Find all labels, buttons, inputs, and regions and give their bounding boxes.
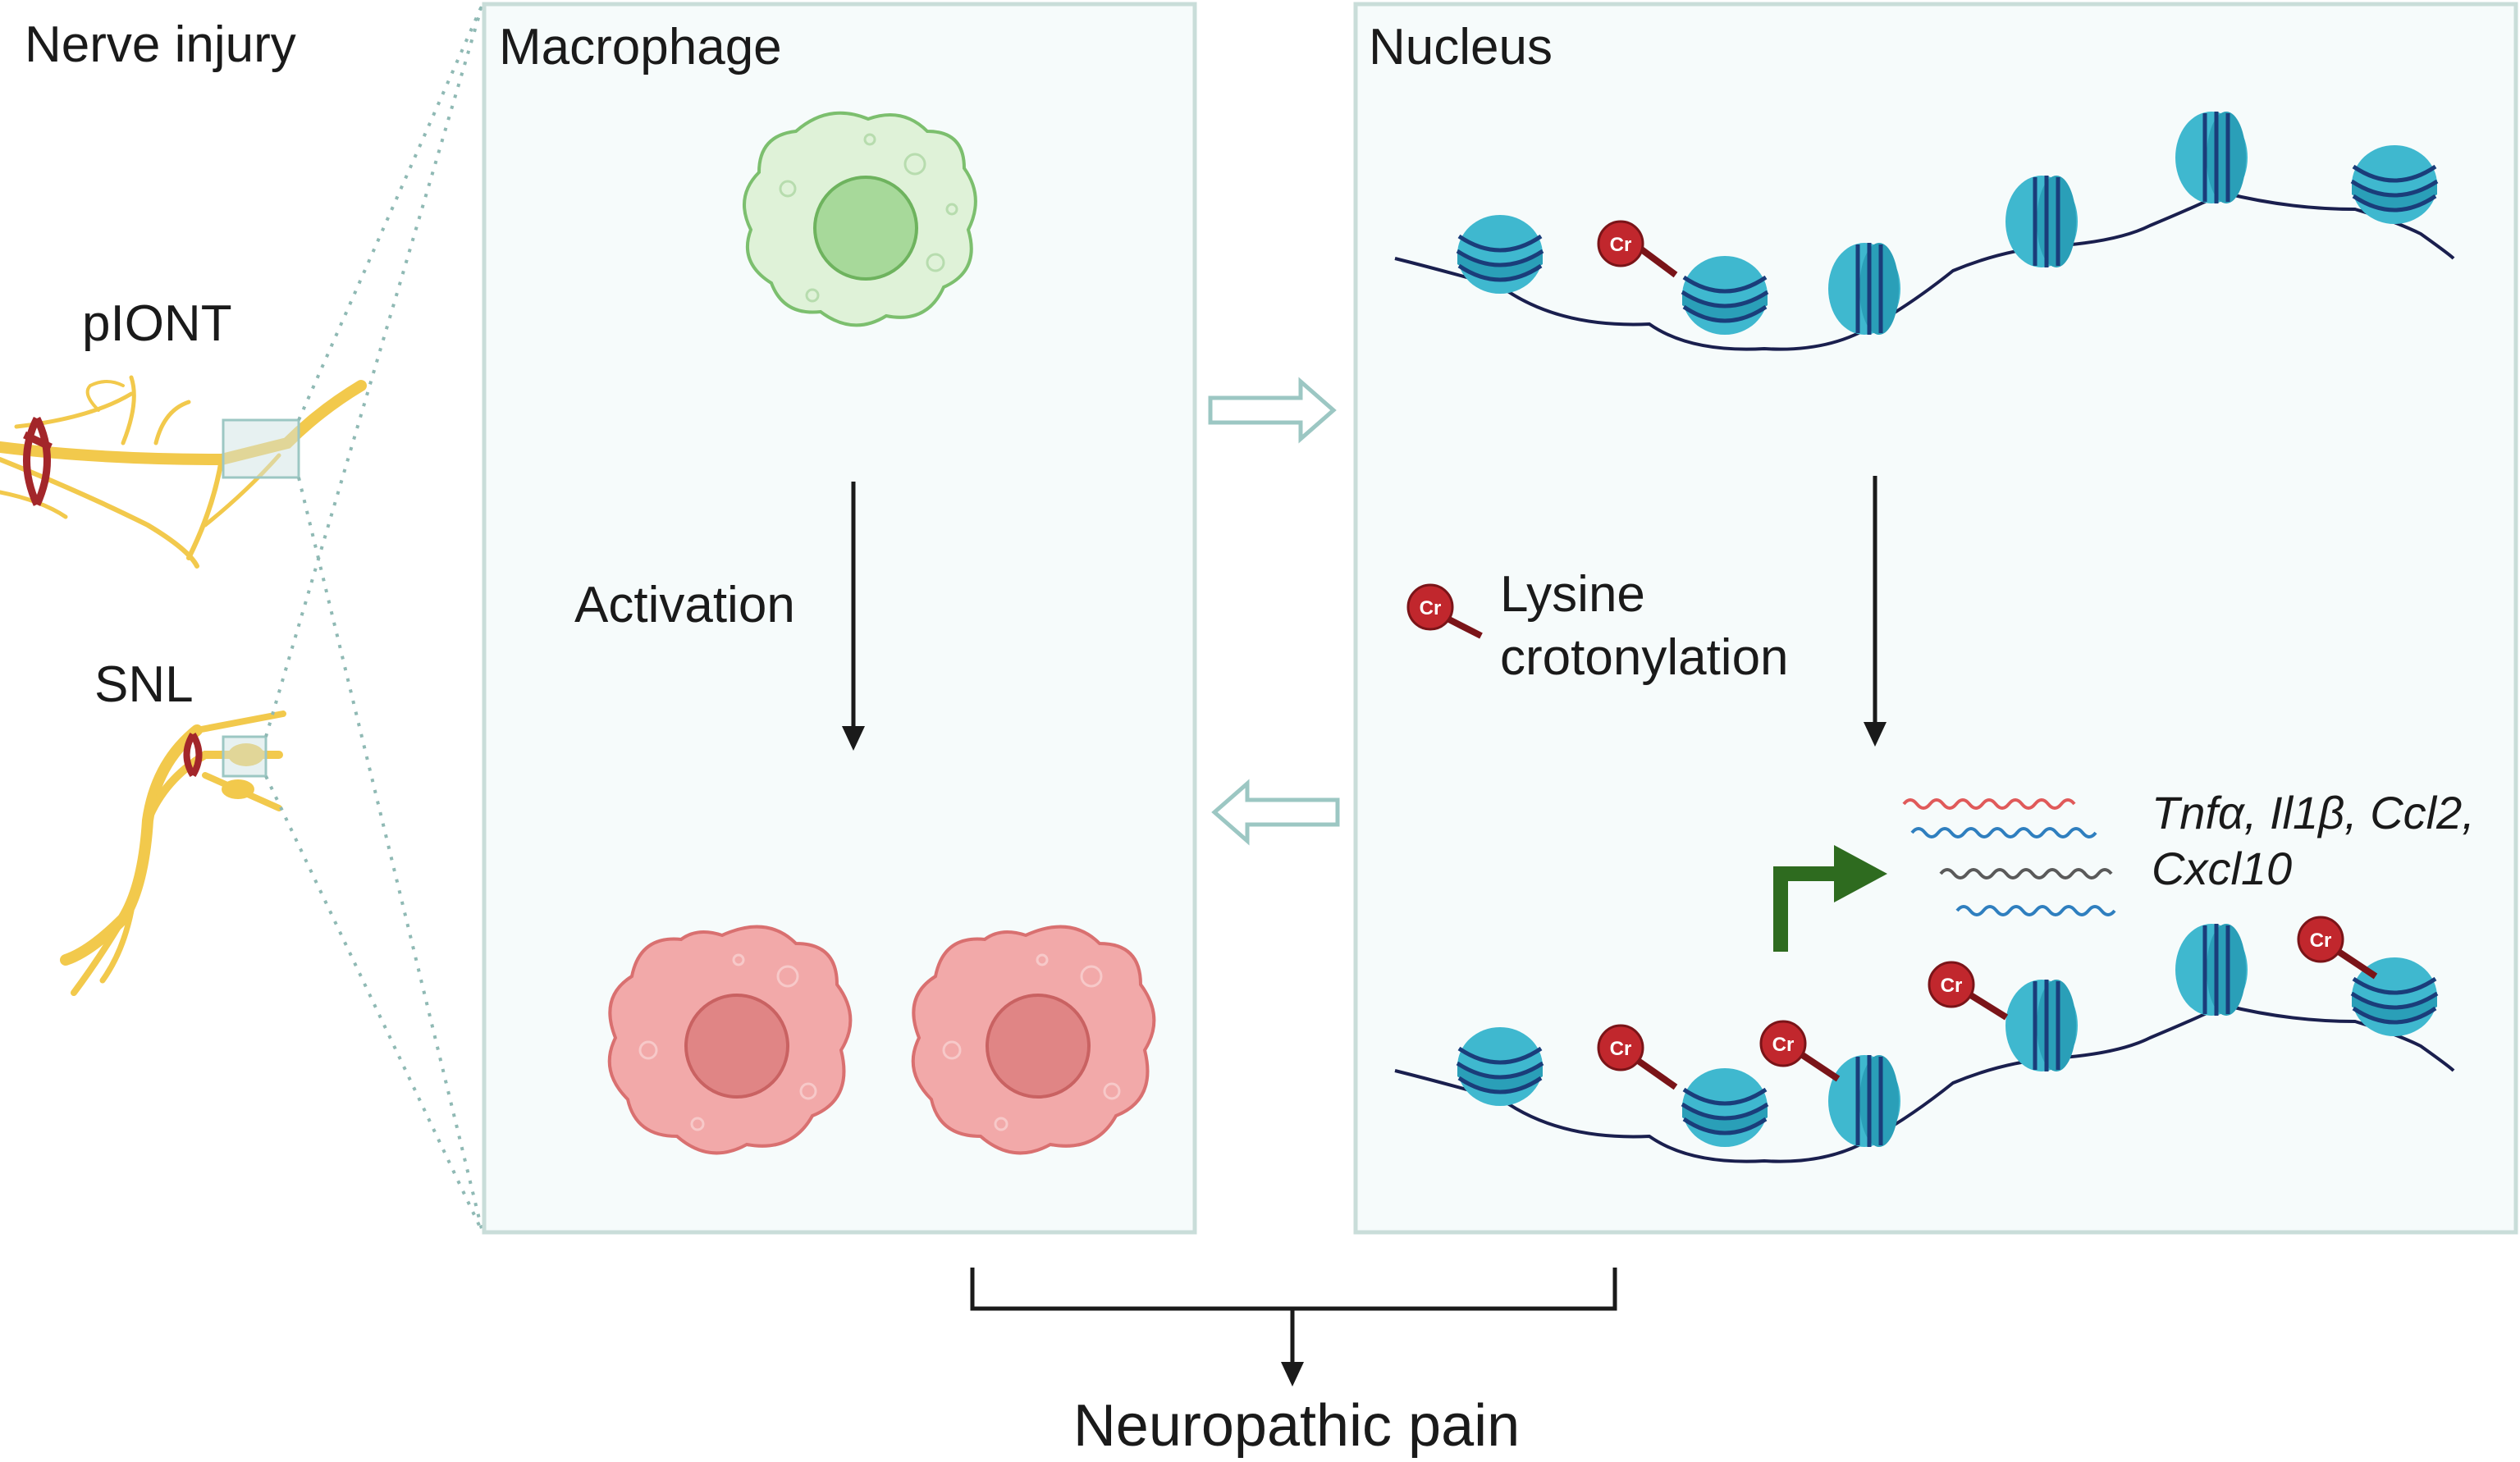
piont-nerve-icon xyxy=(0,375,367,569)
activation-arrow xyxy=(842,482,865,751)
nucleosome-icon xyxy=(1457,215,1543,294)
nucleosome-icon xyxy=(1828,1055,1900,1147)
zoom-lines xyxy=(264,3,484,1233)
activated-macrophage-icon xyxy=(607,925,853,1155)
nucleosome-icon xyxy=(2175,924,2248,1016)
nucleosome-icon xyxy=(2352,145,2437,224)
mrna-icon xyxy=(1902,798,2116,916)
nucleosome-icon xyxy=(2005,176,2078,267)
lysine-label: Lysine xyxy=(1500,566,1645,623)
piont-ligature-icon xyxy=(23,416,53,506)
snl-nerve-icon xyxy=(60,710,286,996)
nucleus-down-arrow xyxy=(1864,476,1887,747)
outcome-arrowhead xyxy=(1281,1362,1304,1387)
nucleus-title: Nucleus xyxy=(1369,19,1553,75)
crotonyl-mark-icon xyxy=(2297,916,2378,980)
nucleosome-icon xyxy=(1457,1027,1543,1106)
nucleosome-icon xyxy=(1682,1068,1768,1147)
nucleosome-icon xyxy=(2005,980,2078,1071)
forward-hollow-arrow xyxy=(1208,377,1337,444)
nucleosome-icon xyxy=(2175,112,2248,203)
crotonyl-mark-icon xyxy=(1759,1020,1841,1082)
back-hollow-arrow xyxy=(1211,779,1340,846)
nerve-injury-label: Nerve injury xyxy=(25,16,296,73)
resting-macrophage-icon xyxy=(743,111,977,327)
nucleosome-icon xyxy=(1682,256,1768,335)
activation-label: Activation xyxy=(574,577,795,633)
nucleosome-icon xyxy=(1828,243,1900,335)
genes-line-2: Cxcl10 xyxy=(2152,843,2292,894)
outcome-label: Neuropathic pain xyxy=(1073,1393,1520,1459)
crotonyl-mark-icon xyxy=(1597,1024,1678,1090)
snl-label: SNL xyxy=(94,656,194,713)
crotonyl-mark-icon xyxy=(1928,961,2009,1021)
activated-macrophage-icon xyxy=(911,925,1156,1155)
snl-ligature-icon xyxy=(183,732,203,778)
piont-label: pIONT xyxy=(82,295,232,352)
snl-zoom-box xyxy=(222,735,268,778)
macrophage-title: Macrophage xyxy=(499,19,782,75)
bottom-dna-strand xyxy=(1394,1003,2455,1163)
top-dna-strand xyxy=(1394,190,2455,351)
crotonyl-legend-icon xyxy=(1406,583,1483,639)
convergence-bracket xyxy=(970,1268,1617,1366)
promoter-arrow-icon xyxy=(1773,845,1887,952)
piont-zoom-box xyxy=(222,418,300,479)
crotonylation-label: crotonylation xyxy=(1500,629,1789,686)
crotonyl-mark-icon xyxy=(1597,220,1678,278)
genes-line-1: Tnfα, Il1β, Ccl2, xyxy=(2152,787,2475,838)
